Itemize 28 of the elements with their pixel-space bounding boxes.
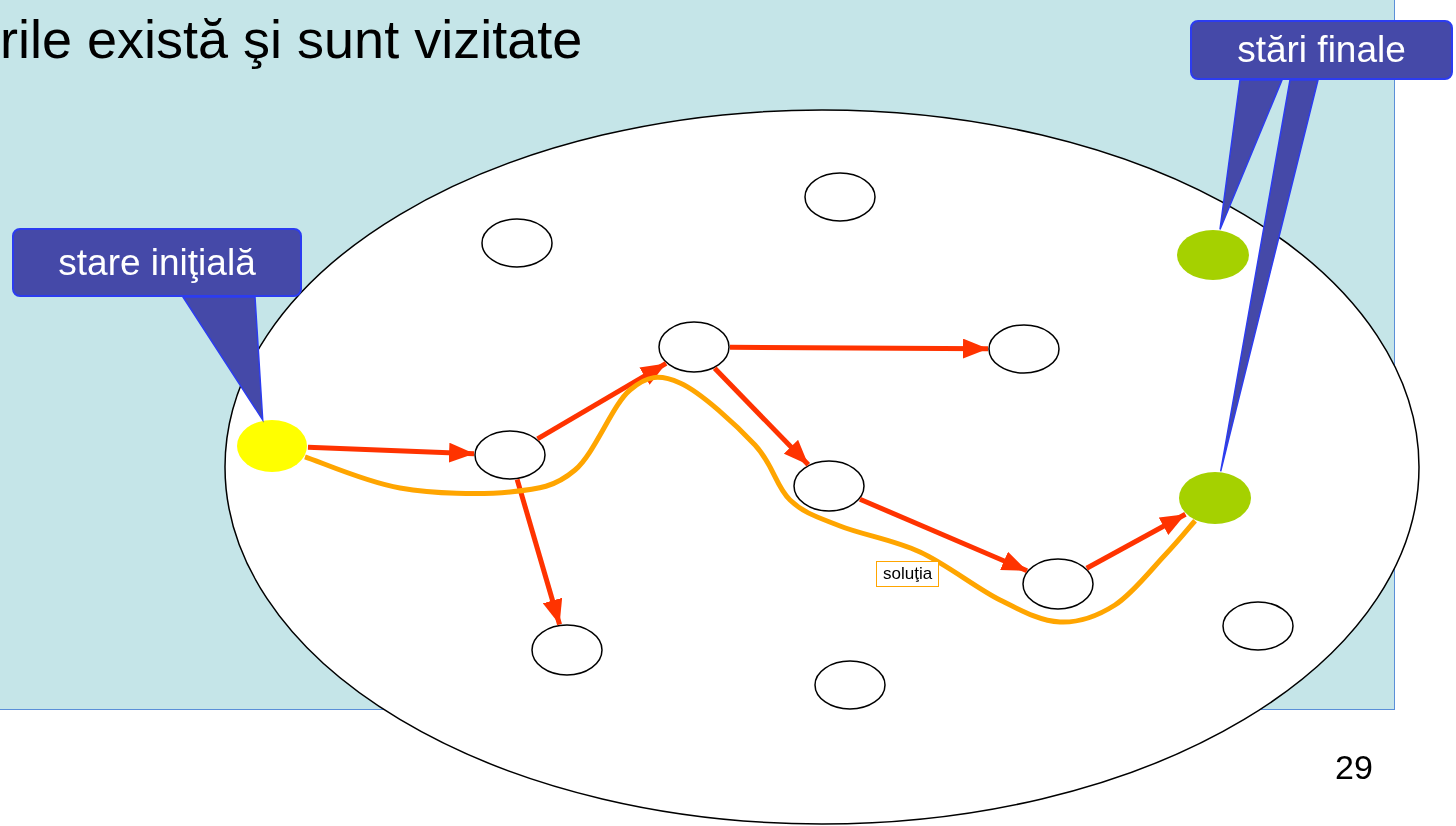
edge-label: soluţia bbox=[876, 561, 940, 587]
arrow bbox=[536, 361, 668, 441]
state-ellipse bbox=[658, 321, 730, 373]
state-ellipse bbox=[804, 172, 876, 222]
arrow bbox=[859, 496, 1028, 574]
arrow bbox=[514, 478, 563, 626]
state-ellipse bbox=[1022, 558, 1094, 610]
arrow bbox=[307, 442, 475, 463]
state-ellipse bbox=[1176, 229, 1250, 281]
state-ellipse bbox=[236, 419, 308, 473]
solution-path bbox=[304, 375, 1197, 625]
callout-box: stare iniţială bbox=[12, 228, 302, 297]
callout-box: stări finale bbox=[1190, 20, 1453, 80]
state-ellipse bbox=[988, 324, 1060, 374]
state-ellipse bbox=[481, 218, 553, 268]
callout-pointer bbox=[181, 296, 264, 423]
state-ellipse bbox=[1178, 471, 1252, 525]
state-ellipse bbox=[1222, 601, 1294, 651]
state-ellipse bbox=[814, 660, 886, 710]
state-ellipse bbox=[531, 624, 603, 676]
state-ellipse bbox=[474, 430, 546, 480]
arrow bbox=[730, 338, 988, 359]
arrow bbox=[1085, 512, 1187, 571]
arrow bbox=[712, 366, 811, 467]
page-number: 29 bbox=[1335, 748, 1373, 787]
state-ellipse bbox=[793, 460, 865, 512]
callout-pointer bbox=[1219, 79, 1284, 231]
slide-title: rile există şi sunt vizitate bbox=[0, 8, 583, 70]
